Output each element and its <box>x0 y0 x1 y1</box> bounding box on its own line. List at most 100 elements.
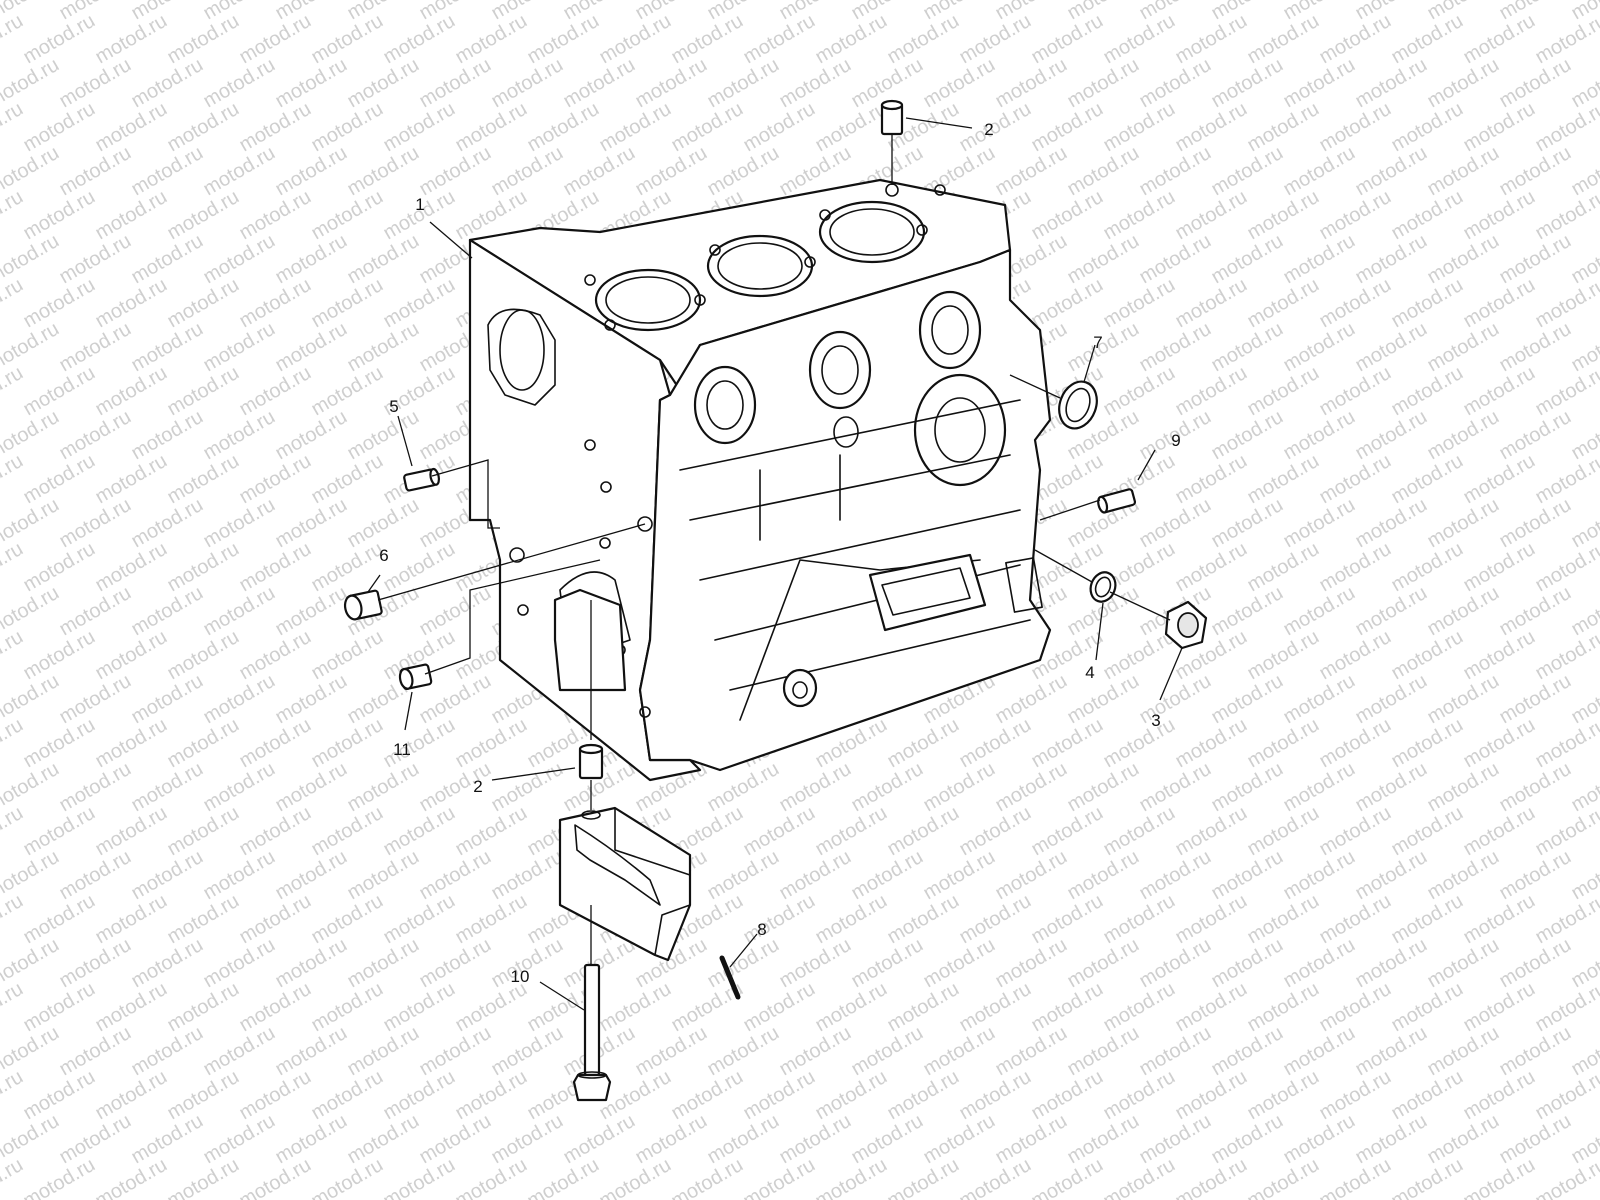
watermark-text: motod.ru <box>1208 582 1287 641</box>
watermark-text: motod.ru <box>992 142 1071 201</box>
watermark-text: motod.ru <box>740 10 819 69</box>
watermark-text: motod.ru <box>1424 758 1503 817</box>
watermark-text: motod.ru <box>1460 714 1539 773</box>
watermark-text: motod.ru <box>164 626 243 685</box>
watermark-text: motod.ru <box>1352 582 1431 641</box>
watermark-text: motod.ru <box>128 494 207 553</box>
watermark-text: motod.ru <box>1316 450 1395 509</box>
watermark-text: motod.ru <box>128 142 207 201</box>
watermark-text: motod.ru <box>308 450 387 509</box>
watermark-text: motod.ru <box>1064 318 1143 377</box>
watermark-text: motod.ru <box>1388 98 1467 157</box>
watermark-text: motod.ru <box>1388 362 1467 421</box>
watermark-text: motod.ru <box>92 802 171 861</box>
watermark-text: motod.ru <box>56 406 135 465</box>
watermark-text: motod.ru <box>812 1154 891 1200</box>
watermark-text: motod.ru <box>92 98 171 157</box>
watermark-text: motod.ru <box>272 494 351 553</box>
watermark-text: motod.ru <box>1280 582 1359 641</box>
watermark-text: motod.ru <box>1460 10 1539 69</box>
watermark-text: motod.ru <box>596 98 675 157</box>
watermark-text: motod.ru <box>992 1022 1071 1081</box>
watermark-text: motod.ru <box>1028 98 1107 157</box>
watermark-text: motod.ru <box>920 846 999 905</box>
watermark-text: motod.ru <box>812 1066 891 1125</box>
watermark-text: motod.ru <box>380 890 459 949</box>
watermark-text: motod.ru <box>1352 934 1431 993</box>
watermark-text: motod.ru <box>92 10 171 69</box>
watermark-text: motod.ru <box>1172 274 1251 333</box>
watermark-text: motod.ru <box>236 626 315 685</box>
watermark-text: motod.ru <box>0 362 27 421</box>
watermark-text: motod.ru <box>1136 758 1215 817</box>
watermark-text: motod.ru <box>308 1066 387 1125</box>
watermark-text: motod.ru <box>308 802 387 861</box>
watermark-text: motod.ru <box>1064 1022 1143 1081</box>
watermark-text: motod.ru <box>1460 274 1539 333</box>
watermark-text: motod.ru <box>56 230 135 289</box>
watermark-text: motod.ru <box>668 1066 747 1125</box>
watermark-text: motod.ru <box>200 494 279 553</box>
watermark-text: motod.ru <box>1244 450 1323 509</box>
watermark-text: motod.ru <box>1496 142 1575 201</box>
watermark-text: motod.ru <box>1208 54 1287 113</box>
watermark-text: motod.ru <box>1208 230 1287 289</box>
callout-11: 11 <box>393 740 411 759</box>
watermark-text: motod.ru <box>452 1066 531 1125</box>
watermark-text: motod.ru <box>416 934 495 993</box>
watermark-text: motod.ru <box>1316 978 1395 1037</box>
watermark-text: motod.ru <box>1028 1066 1107 1125</box>
watermark-text: motod.ru <box>812 98 891 157</box>
watermark-text: motod.ru <box>380 1154 459 1200</box>
watermark-text: motod.ru <box>20 1154 99 1200</box>
watermark-text: motod.ru <box>1100 10 1179 69</box>
watermark-text: motod.ru <box>1460 802 1539 861</box>
watermark-text: motod.ru <box>1460 978 1539 1037</box>
watermark-text: motod.ru <box>380 978 459 1037</box>
watermark-text: motod.ru <box>92 626 171 685</box>
watermark-text: motod.ru <box>1100 98 1179 157</box>
watermark-text: motod.ru <box>1280 1022 1359 1081</box>
watermark-text: motod.ru <box>1208 494 1287 553</box>
watermark-text: motod.ru <box>1172 890 1251 949</box>
watermark-text: motod.ru <box>1244 186 1323 245</box>
watermark-text: motod.ru <box>1028 890 1107 949</box>
callout-4: 4 <box>1085 663 1094 682</box>
watermark-text: motod.ru <box>1424 1110 1503 1169</box>
watermark-text: motod.ru <box>20 626 99 685</box>
callout-2-bottom: 2 <box>473 777 482 796</box>
callout-6: 6 <box>379 546 388 565</box>
watermark-text: motod.ru <box>452 98 531 157</box>
dowel-sleeve-top <box>880 99 904 185</box>
bushing-6 <box>343 589 383 621</box>
watermark-text: motod.ru <box>1136 318 1215 377</box>
main-bearing-cap <box>558 806 692 962</box>
watermark-text: motod.ru <box>1352 1022 1431 1081</box>
watermark-text: motod.ru <box>272 846 351 905</box>
watermark-text: motod.ru <box>1388 1154 1467 1200</box>
watermark-text: motod.ru <box>200 1022 279 1081</box>
watermark-text: motod.ru <box>1028 1154 1107 1200</box>
watermark-text: motod.ru <box>380 1066 459 1125</box>
watermark-text: motod.ru <box>1388 714 1467 773</box>
watermark-text: motod.ru <box>740 890 819 949</box>
watermark-text: motod.ru <box>1100 978 1179 1037</box>
watermark-text: motod.ru <box>1316 274 1395 333</box>
watermark-text: motod.ru <box>200 846 279 905</box>
watermark-text: motod.ru <box>992 54 1071 113</box>
watermark-text: motod.ru <box>308 714 387 773</box>
watermark-text: motod.ru <box>236 802 315 861</box>
watermark-text: motod.ru <box>1280 318 1359 377</box>
watermark-text: motod.ru <box>1172 1154 1251 1200</box>
watermark-text: motod.ru <box>920 1022 999 1081</box>
watermark-text: motod.ru <box>452 978 531 1037</box>
watermark-text: motod.ru <box>1316 538 1395 597</box>
watermark-text: motod.ru <box>128 406 207 465</box>
watermark-text: motod.ru <box>308 978 387 1037</box>
watermark-text: motod.ru <box>1100 274 1179 333</box>
watermark-text: motod.ru <box>956 802 1035 861</box>
watermark-text: motod.ru <box>884 10 963 69</box>
watermark-text: motod.ru <box>1244 890 1323 949</box>
watermark-text: motod.ru <box>92 1066 171 1125</box>
